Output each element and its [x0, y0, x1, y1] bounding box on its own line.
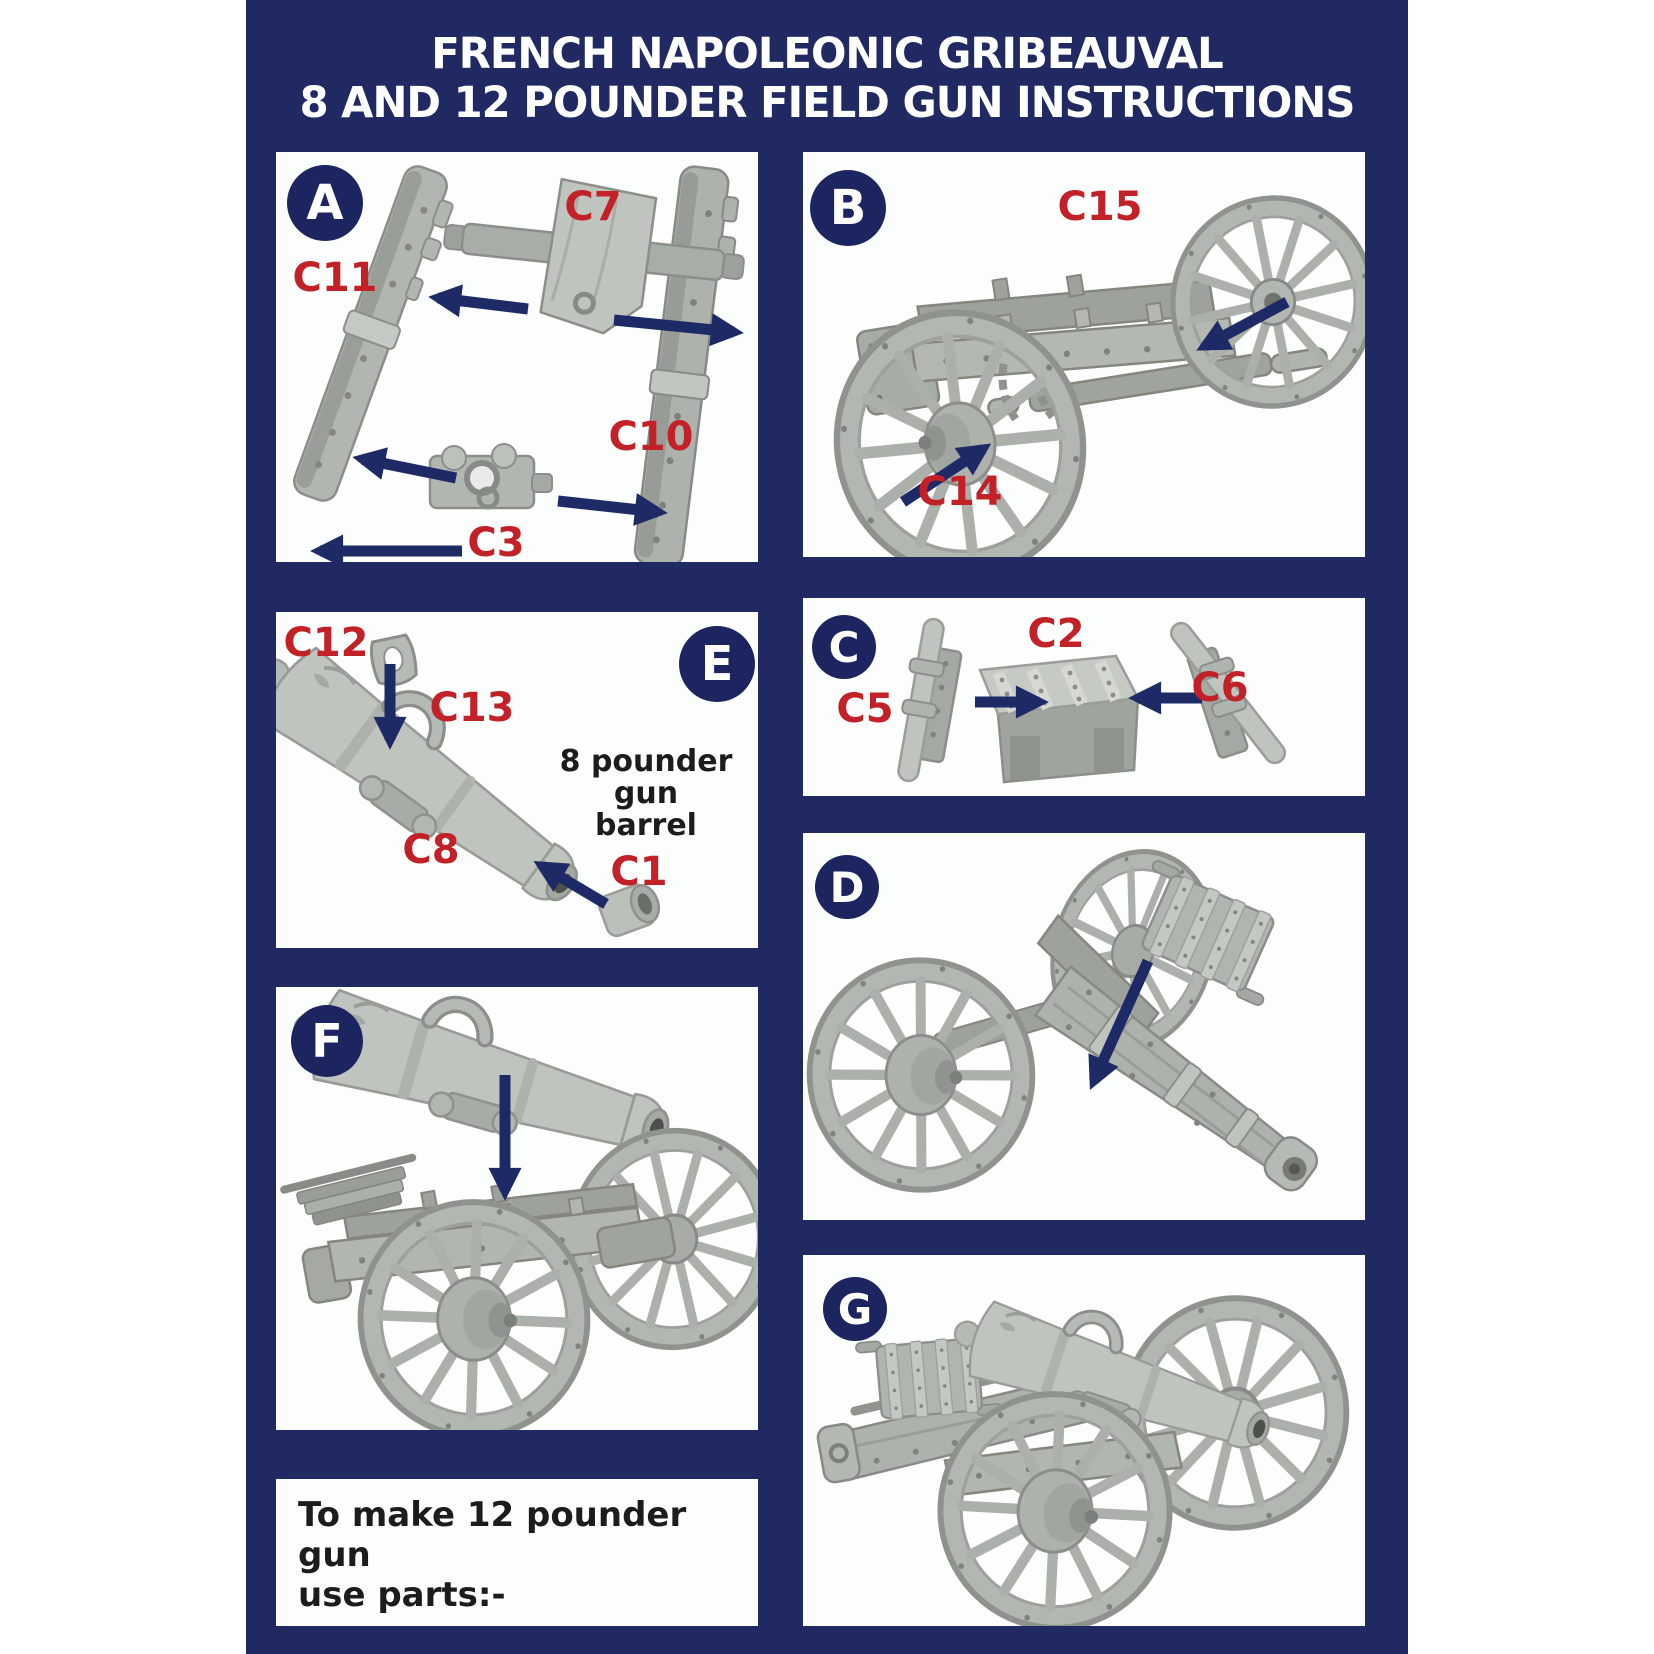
- part-label-c12: C12: [283, 620, 369, 666]
- panel-c: C C2 C5 C6: [803, 598, 1365, 796]
- part-label-c11: C11: [292, 255, 378, 301]
- panel-c-illustration: [897, 617, 1287, 784]
- panel-b-illustration: [803, 152, 1365, 557]
- step-letter-e: E: [700, 636, 734, 692]
- panel-g: G: [803, 1255, 1365, 1626]
- note-panel: To make 12 pounder gun use parts:- C4,C9…: [276, 1479, 758, 1626]
- panel-d-illustration: [803, 833, 1319, 1220]
- note-line1: To make 12 pounder gun: [298, 1495, 687, 1575]
- step-letter-f: F: [311, 1014, 343, 1068]
- axletree-c5-illustration: [897, 617, 963, 783]
- step-letter-g: G: [837, 1284, 873, 1334]
- assembly-arrows: [899, 297, 1290, 507]
- part-label-c2: C2: [1027, 611, 1085, 657]
- tools-illustration: [280, 1153, 417, 1226]
- part-label-c7: C7: [564, 184, 622, 230]
- panel-d: D: [803, 833, 1365, 1220]
- step-badge-a: A: [287, 165, 363, 241]
- barrel-caption-line1: 8 pounder: [559, 744, 733, 779]
- part-label-c14: C14: [917, 469, 1003, 515]
- panel-g-illustration: [816, 1255, 1365, 1626]
- axle-body-c2-illustration: [978, 654, 1140, 784]
- step-letter-d: D: [829, 862, 865, 912]
- panel-e: E C12 C13 C8 C1 8 pounder gun barrel: [276, 612, 758, 948]
- panel-e-illustration: [276, 612, 661, 938]
- part-label-c6: C6: [1191, 665, 1249, 711]
- page-title-line1: FRENCH NAPOLEONIC GRIBEAUVAL: [431, 29, 1224, 79]
- step-letter-c: C: [828, 622, 860, 672]
- part-label-c15: C15: [1057, 184, 1143, 230]
- assembly-arrows: [373, 664, 609, 909]
- assembly-arrows: [975, 681, 1202, 719]
- barrel-caption-line2: gun barrel: [595, 776, 697, 843]
- step-badge-c: C: [812, 615, 876, 679]
- panel-a: A C11 C7 C10 C3: [276, 152, 758, 562]
- panel-b: B C15 C14: [803, 152, 1365, 557]
- step-badge-d: D: [815, 855, 879, 919]
- step-badge-b: B: [810, 170, 886, 246]
- step-letter-a: A: [306, 175, 344, 231]
- axletree-c6-illustration: [1169, 621, 1287, 765]
- lunette-block-illustration: [428, 443, 553, 510]
- note-line2: use parts:-: [298, 1575, 506, 1615]
- part-label-c8: C8: [402, 827, 460, 873]
- near-wheel-illustration: [803, 947, 1046, 1202]
- panel-f-illustration: [276, 987, 758, 1430]
- trail-cheek-left-illustration: [292, 165, 454, 502]
- step-badge-e: E: [679, 626, 755, 702]
- part-label-c10: C10: [608, 414, 694, 460]
- barrel-caption: 8 pounder gun barrel: [558, 746, 734, 842]
- part-label-c1: C1: [610, 849, 668, 895]
- step-badge-g: G: [823, 1277, 887, 1341]
- step-badge-f: F: [291, 1005, 363, 1077]
- assembly-arrows: [310, 284, 744, 562]
- assembly-arrows: [1088, 958, 1154, 1091]
- part-label-c13: C13: [429, 685, 515, 731]
- muzzle-cap-c1-illustration: [597, 883, 661, 938]
- page-title-line2: 8 AND 12 POUNDER FIELD GUN INSTRUCTIONS: [299, 78, 1356, 128]
- transom-illustration: [443, 177, 745, 335]
- panel-f: F: [276, 987, 758, 1430]
- part-label-c5: C5: [836, 686, 894, 732]
- page-title: FRENCH NAPOLEONIC GRIBEAUVAL 8 AND 12 PO…: [263, 30, 1390, 128]
- step-letter-b: B: [829, 180, 867, 236]
- panel-a-illustration: [292, 165, 745, 562]
- part-label-c3: C3: [467, 520, 525, 562]
